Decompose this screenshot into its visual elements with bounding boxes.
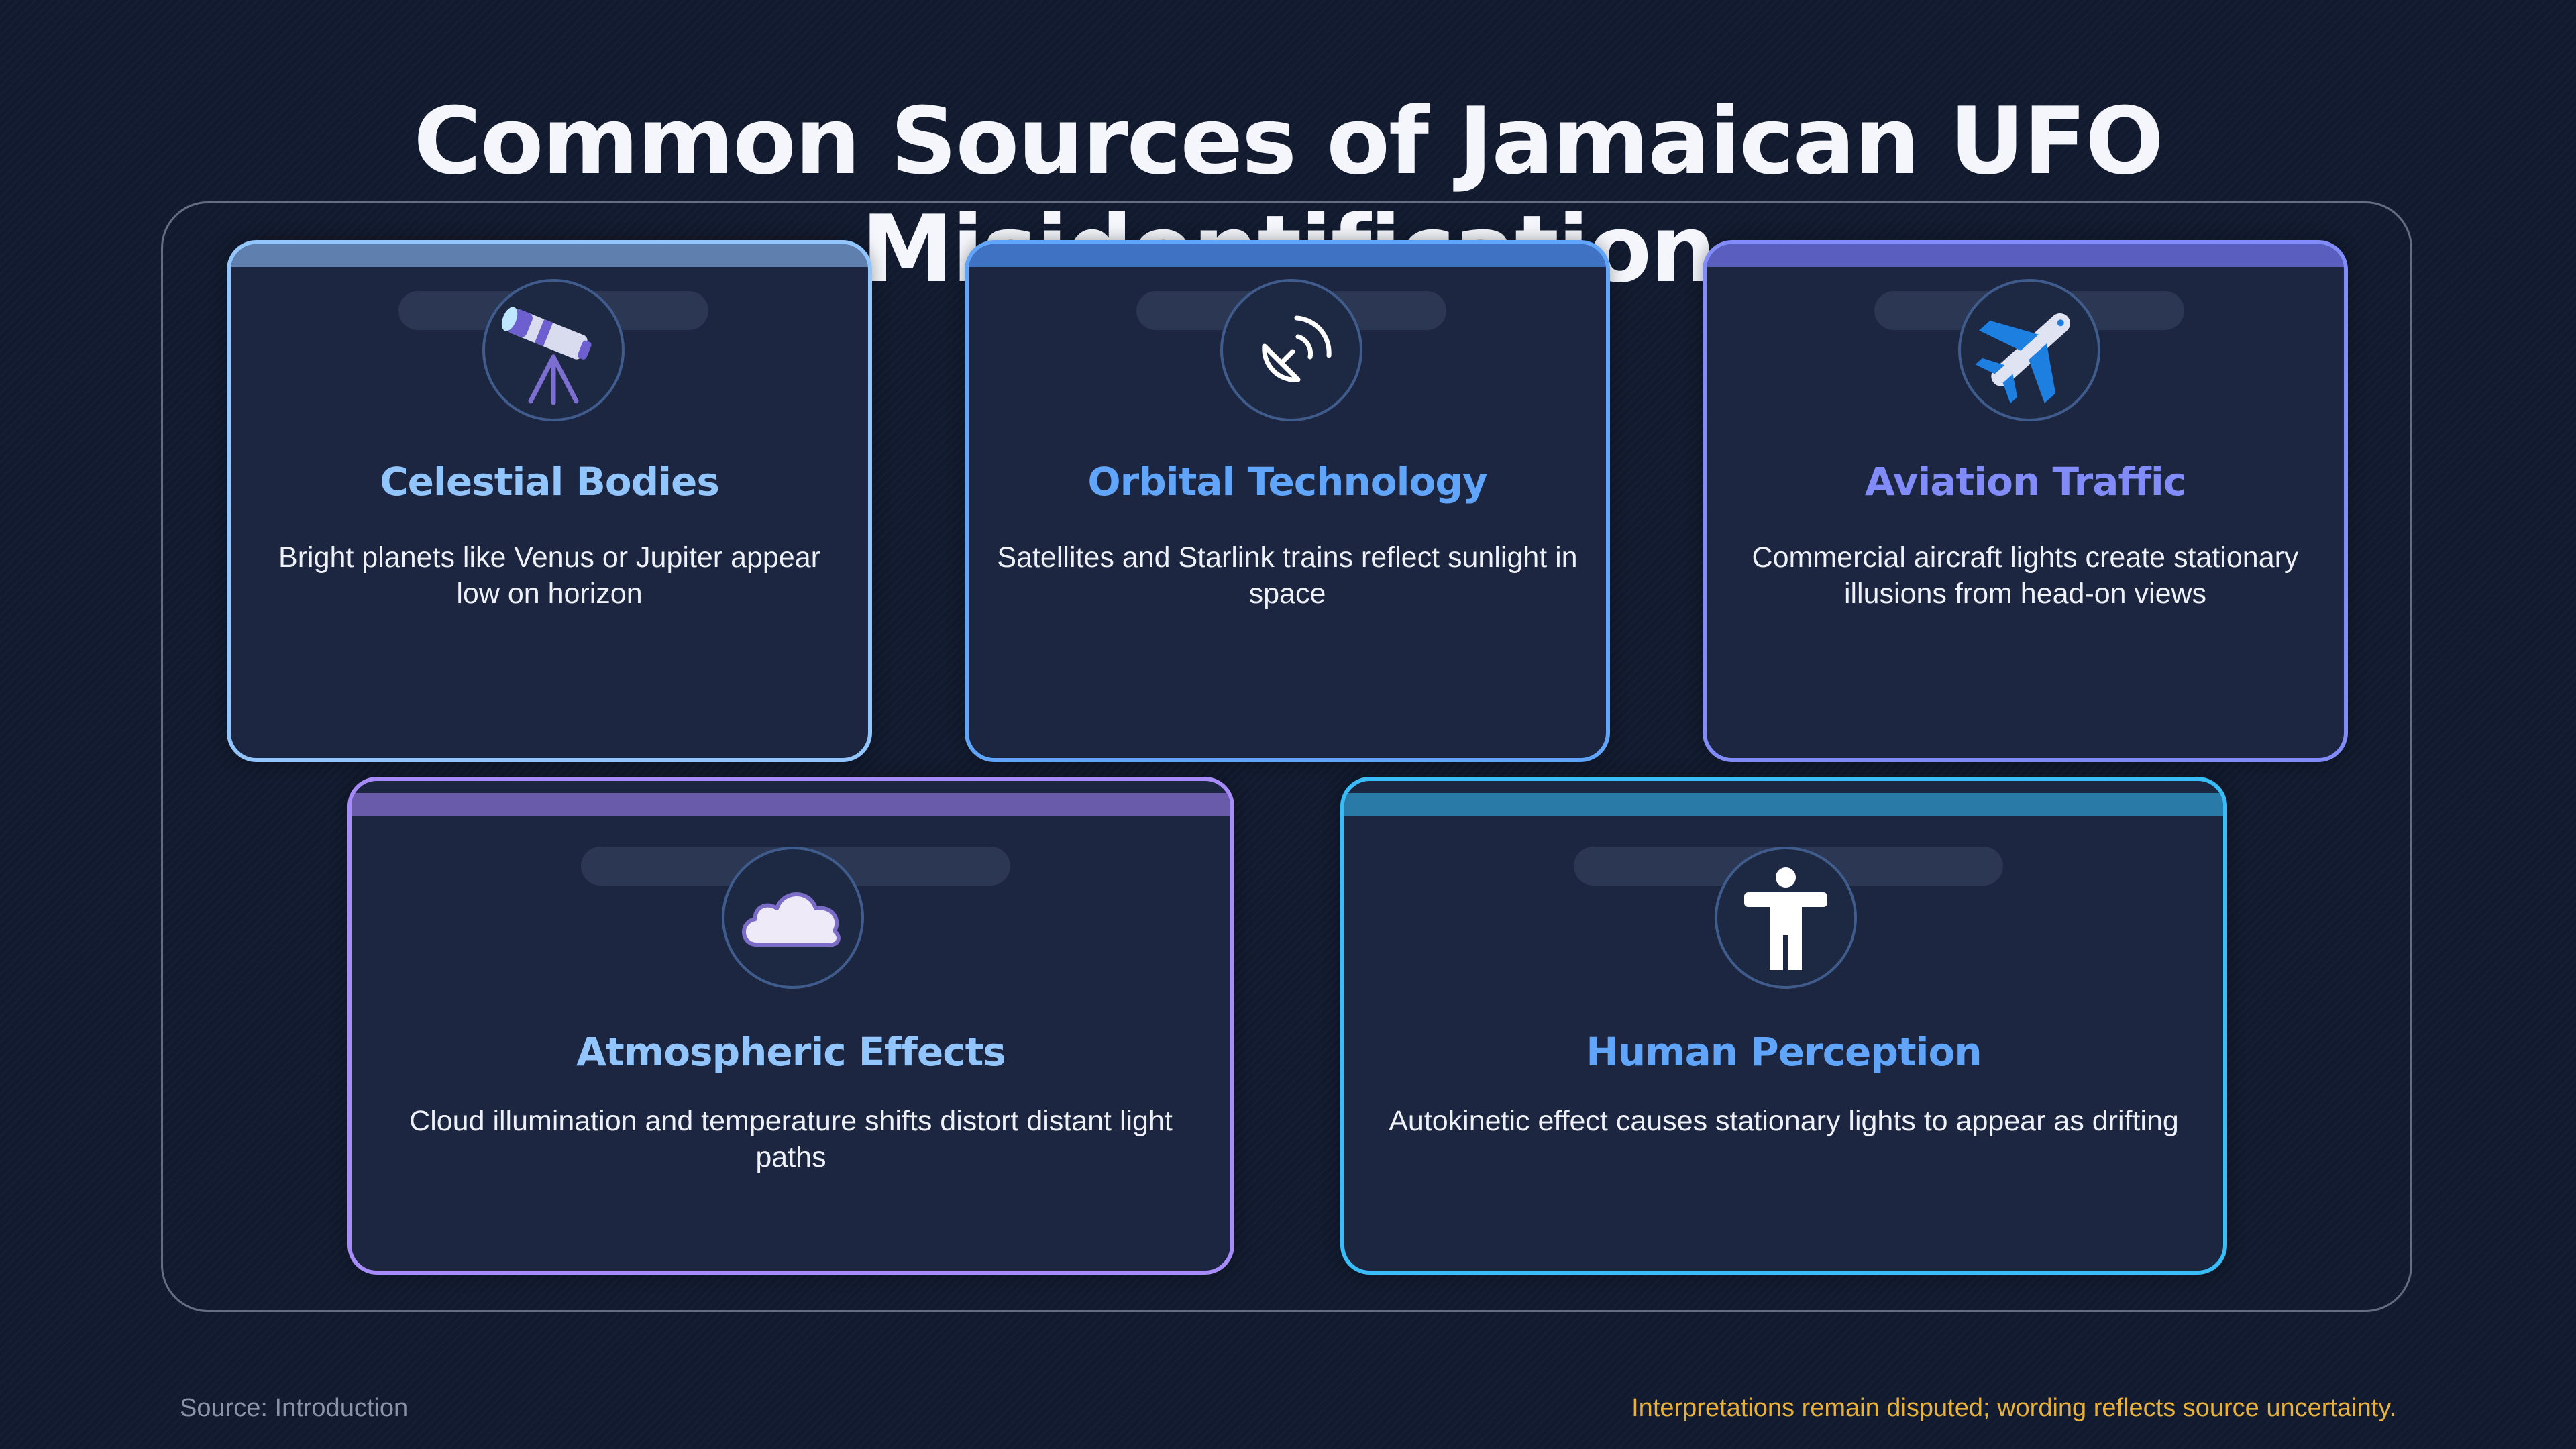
disclaimer-note: Interpretations remain disputed; wording… xyxy=(1631,1394,2396,1422)
card-orbital-technology: Orbital Technology Satellites and Starli… xyxy=(965,240,1610,762)
card-description: Autokinetic effect causes stationary lig… xyxy=(1389,1105,2179,1137)
card-accent-bar xyxy=(1707,244,2344,267)
card-icon-circle xyxy=(482,279,625,421)
card-description: Bright planets like Venus or Jupiter app… xyxy=(278,541,820,610)
source-note: Source: Introduction xyxy=(180,1394,409,1422)
card-description: Commercial aircraft lights create statio… xyxy=(1752,541,2299,610)
cards-frame xyxy=(161,201,2412,1312)
card-aviation-traffic: Aviation Traffic Commercial aircraft lig… xyxy=(1703,240,2348,762)
card-accent-bar xyxy=(231,244,868,267)
card-accent-bar xyxy=(969,244,1606,267)
card-description: Cloud illumination and temperature shift… xyxy=(409,1105,1173,1173)
person-icon xyxy=(1744,867,1827,970)
card-heading: Orbital Technology xyxy=(1087,459,1487,504)
cloud-icon xyxy=(742,892,841,947)
card-icon-circle xyxy=(1715,847,1857,989)
card-atmospheric-effects: Atmospheric Effects Cloud illumination a… xyxy=(347,777,1234,1275)
card-heading: Aviation Traffic xyxy=(1864,459,2186,504)
telescope-icon xyxy=(501,307,592,405)
card-human-perception: Human Perception Autokinetic effect caus… xyxy=(1340,777,2227,1275)
card-celestial-bodies: Celestial Bodies Bright planets like Ven… xyxy=(227,240,872,762)
card-icon-circle xyxy=(722,847,864,989)
card-description: Satellites and Starlink trains reflect s… xyxy=(997,541,1578,610)
card-heading: Celestial Bodies xyxy=(380,459,720,504)
card-accent-bar xyxy=(352,793,1230,816)
card-icon-circle xyxy=(1958,279,2100,421)
card-icon-circle xyxy=(1220,279,1362,421)
airplane-icon xyxy=(1975,313,2071,404)
card-heading: Human Perception xyxy=(1586,1029,1982,1075)
card-accent-bar xyxy=(1344,793,2223,816)
card-heading: Atmospheric Effects xyxy=(576,1029,1006,1075)
satellite-dish-icon xyxy=(1262,315,1332,382)
